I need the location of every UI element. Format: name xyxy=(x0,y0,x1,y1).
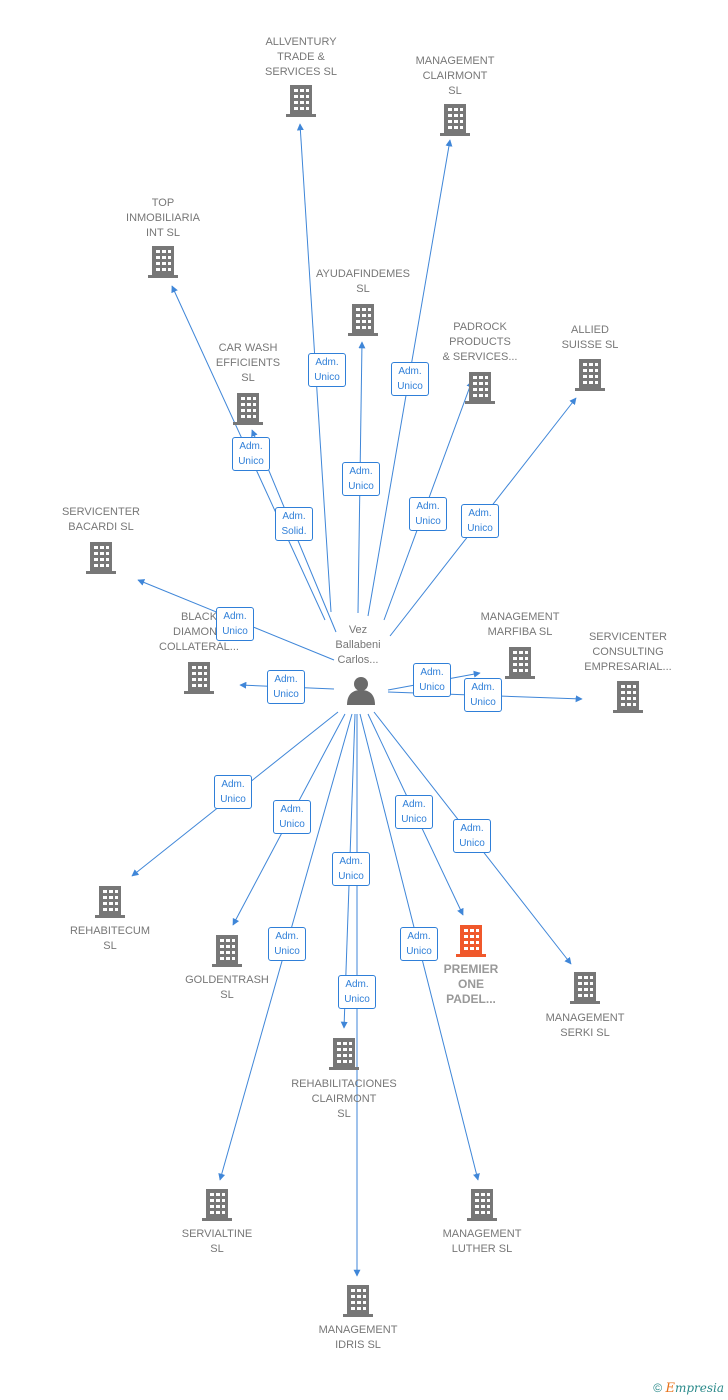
role-badge-ayudafindemes[interactable]: Adm. Unico xyxy=(342,462,380,496)
building-icon xyxy=(575,359,605,391)
company-node-idris[interactable] xyxy=(343,1285,373,1317)
role-badge-goldentrash[interactable]: Adm. Unico xyxy=(273,800,311,834)
copyright-symbol: © xyxy=(653,1381,663,1395)
role-badge-allied[interactable]: Adm. Unico xyxy=(461,504,499,538)
role-badge-rehabitecum[interactable]: Adm. Unico xyxy=(214,775,252,809)
role-badge-bacardi[interactable]: Adm. Unico xyxy=(216,607,254,641)
role-badge-marfiba[interactable]: Adm. Unico xyxy=(413,663,451,697)
building-icon xyxy=(465,372,495,404)
role-badge-serki[interactable]: Adm. Unico xyxy=(453,819,491,853)
building-icon xyxy=(570,972,600,1004)
building-icon xyxy=(202,1189,232,1221)
company-node-premier[interactable] xyxy=(456,925,486,957)
company-label-mgmt-clairmont[interactable]: MANAGEMENT CLAIRMONT SL xyxy=(415,55,495,97)
building-icon xyxy=(148,246,178,278)
company-label-rehabitecum[interactable]: REHABITECUM SL xyxy=(69,925,151,952)
person-icon xyxy=(347,677,375,705)
building-icon xyxy=(233,393,263,425)
company-label-premier[interactable]: PREMIER ONE PADEL... xyxy=(443,962,499,1006)
company-label-allied[interactable]: ALLIED SUISSE SL xyxy=(561,324,619,351)
building-icon xyxy=(286,85,316,117)
building-icon xyxy=(456,925,486,957)
company-label-luther[interactable]: MANAGEMENT LUTHER SL xyxy=(442,1228,522,1255)
company-label-goldentrash[interactable]: GOLDENTRASH SL xyxy=(185,974,269,1001)
company-label-serki[interactable]: MANAGEMENT SERKI SL xyxy=(545,1012,625,1039)
company-label-carwash[interactable]: CAR WASH EFFICIENTS SL xyxy=(215,342,281,384)
company-node-bacardi[interactable] xyxy=(86,542,116,574)
role-badge-rehab-clairmont[interactable]: Adm. Unico xyxy=(332,852,370,886)
company-label-idris[interactable]: MANAGEMENT IDRIS SL xyxy=(318,1324,398,1351)
company-node-allventury[interactable] xyxy=(286,85,316,117)
company-node-top-inmob[interactable] xyxy=(148,246,178,278)
company-node-ayudafindemes[interactable] xyxy=(348,304,378,336)
company-label-ayudafindemes[interactable]: AYUDAFINDEMES SL xyxy=(316,268,410,295)
building-icon xyxy=(348,304,378,336)
company-label-black[interactable]: BLACK DIAMOND COLLATERAL... xyxy=(159,611,239,653)
company-node-rehab-clairmont[interactable] xyxy=(329,1038,359,1070)
building-icon xyxy=(86,542,116,574)
company-node-servialtine[interactable] xyxy=(202,1189,232,1221)
company-label-marfiba[interactable]: MANAGEMENT MARFIBA SL xyxy=(480,611,560,638)
company-node-marfiba[interactable] xyxy=(505,647,535,679)
company-node-rehabitecum[interactable] xyxy=(95,886,125,918)
person-node[interactable] xyxy=(347,677,375,705)
role-badge-allventury[interactable]: Adm. Unico xyxy=(308,353,346,387)
company-node-mgmt-clairmont[interactable] xyxy=(440,104,470,136)
company-node-black[interactable] xyxy=(184,662,214,694)
company-label-padrock[interactable]: PADROCK PRODUCTS & SERVICES... xyxy=(442,321,518,363)
brand-logo-initial: E xyxy=(665,1381,675,1396)
building-icon xyxy=(212,935,242,967)
role-badge-top-inmob[interactable]: Adm. Solid. xyxy=(275,507,313,541)
company-node-padrock[interactable] xyxy=(465,372,495,404)
company-node-serki[interactable] xyxy=(570,972,600,1004)
company-node-allied[interactable] xyxy=(575,359,605,391)
company-label-top-inmob[interactable]: TOP INMOBILIARIA INT SL xyxy=(126,197,200,239)
company-label-consulting[interactable]: SERVICENTER CONSULTING EMPRESARIAL... xyxy=(584,631,672,673)
footer-brand: © Empresia xyxy=(653,1381,724,1396)
building-icon xyxy=(467,1189,497,1221)
company-node-consulting[interactable] xyxy=(613,681,643,713)
role-badge-idris[interactable]: Adm. Unico xyxy=(338,975,376,1009)
company-node-goldentrash[interactable] xyxy=(212,935,242,967)
company-label-servialtine[interactable]: SERVIALTINE SL xyxy=(181,1228,253,1255)
role-badge-mgmt-clairmont[interactable]: Adm. Unico xyxy=(391,362,429,396)
building-icon xyxy=(440,104,470,136)
role-badge-consulting[interactable]: Adm. Unico xyxy=(464,678,502,712)
role-badge-luther[interactable]: Adm. Unico xyxy=(400,927,438,961)
brand-logo-text: mpresia xyxy=(674,1381,724,1395)
role-badge-padrock[interactable]: Adm. Unico xyxy=(409,497,447,531)
building-icon xyxy=(184,662,214,694)
role-badge-servialtine[interactable]: Adm. Unico xyxy=(268,927,306,961)
role-badge-black[interactable]: Adm. Unico xyxy=(267,670,305,704)
building-icon xyxy=(343,1285,373,1317)
company-label-bacardi[interactable]: SERVICENTER BACARDI SL xyxy=(61,506,141,533)
company-label-allventury[interactable]: ALLVENTURY TRADE & SERVICES SL xyxy=(265,36,337,78)
person-label[interactable]: Vez Ballabeni Carlos... xyxy=(335,624,381,666)
building-icon xyxy=(505,647,535,679)
building-icon xyxy=(95,886,125,918)
role-badge-premier[interactable]: Adm. Unico xyxy=(395,795,433,829)
company-node-carwash[interactable] xyxy=(233,393,263,425)
role-badge-carwash[interactable]: Adm. Unico xyxy=(232,437,270,471)
company-label-rehab-clairmont[interactable]: REHABILITACIONES CLAIRMONT SL xyxy=(291,1078,397,1120)
building-icon xyxy=(613,681,643,713)
company-node-luther[interactable] xyxy=(467,1189,497,1221)
building-icon xyxy=(329,1038,359,1070)
